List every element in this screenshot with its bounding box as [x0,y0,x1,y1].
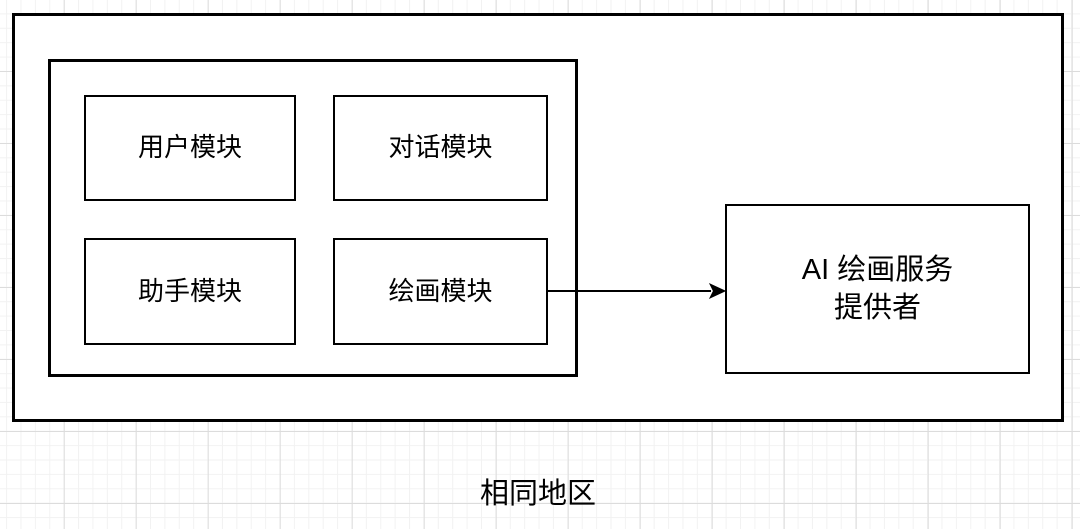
provider-box[interactable]: AI 绘画服务 提供者 [725,204,1030,374]
provider-label-line2: 提供者 [833,292,921,324]
module-box-assistant[interactable]: 助手模块 [84,238,296,345]
module-label-assistant: 助手模块 [137,275,242,306]
module-label-drawing: 绘画模块 [388,275,493,306]
region-caption[interactable]: 相同地区 [479,478,596,510]
module-box-dialog[interactable]: 对话模块 [333,95,548,201]
module-box-drawing[interactable]: 绘画模块 [333,238,548,345]
module-label-user: 用户模块 [137,132,242,163]
connector-arrow[interactable] [548,281,727,301]
provider-label-line1: AI 绘画服务 [801,254,954,286]
module-box-user[interactable]: 用户模块 [84,95,296,201]
arrow-right-icon [708,282,727,300]
module-label-dialog: 对话模块 [388,132,493,163]
